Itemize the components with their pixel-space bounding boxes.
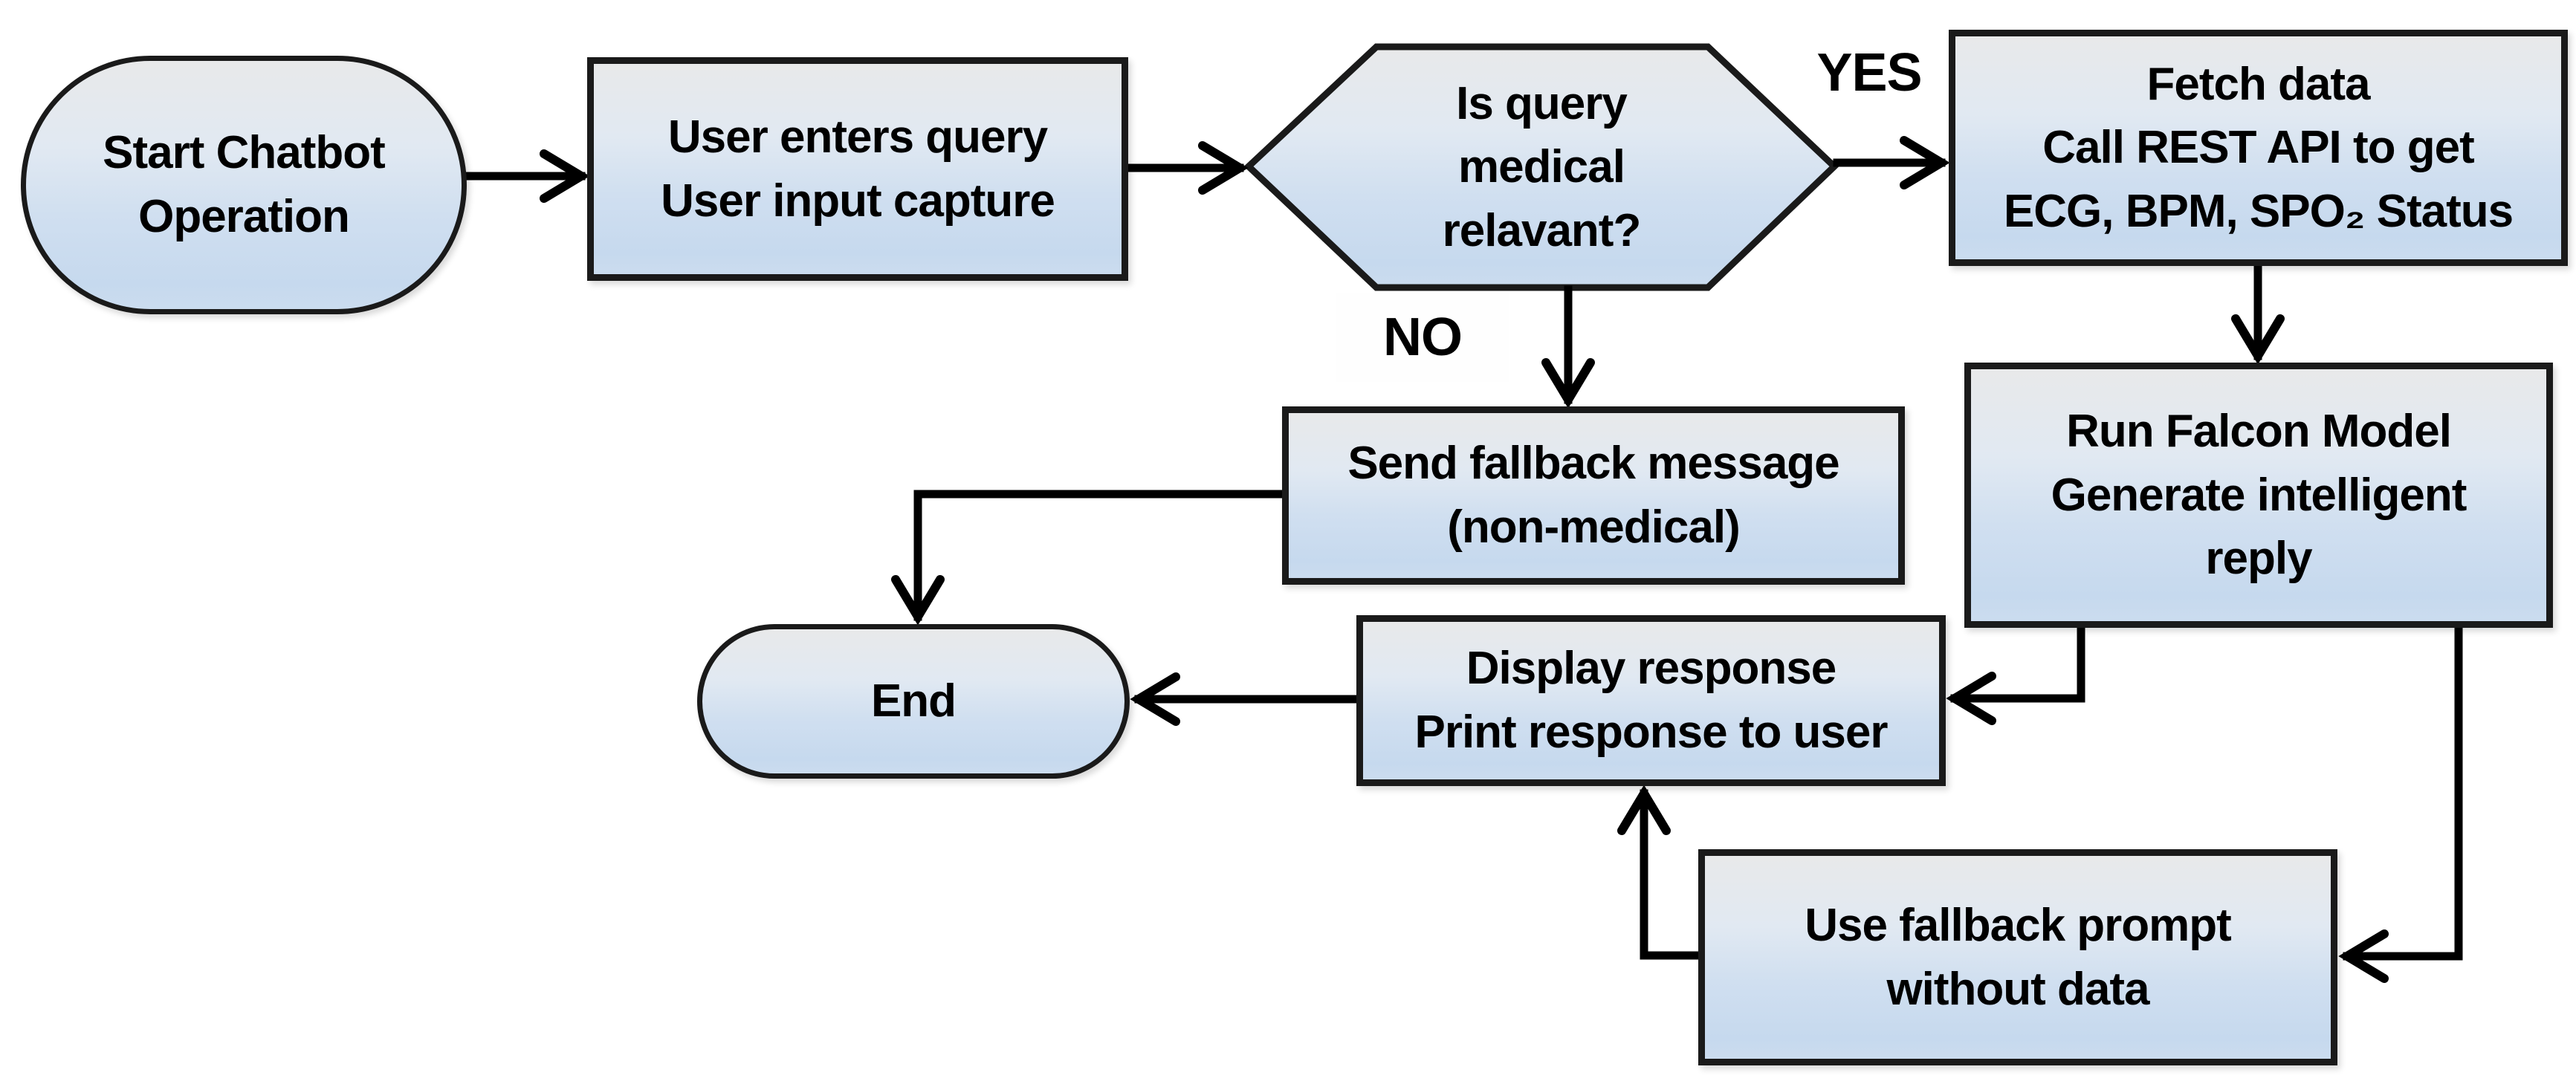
yes-label-text: YES <box>1816 43 1922 103</box>
yes-label: YES <box>1795 31 1944 114</box>
send-fallback-node-label: Send fallback message (non-medical) <box>1347 438 1839 553</box>
user-input-node: User enters query User input capture <box>587 57 1128 281</box>
start-node-label: Start Chatbot Operation <box>103 127 386 242</box>
run-falcon-node-label: Run Falcon Model Generate intelligent re… <box>2051 406 2467 585</box>
connector-send-fallback-to-end <box>891 490 1284 626</box>
use-fallback-node: Use fallback prompt without data <box>1698 849 2337 1065</box>
connector-use-fallback-to-display <box>1617 785 1704 960</box>
end-node-label: End <box>870 675 957 727</box>
display-response-node-label: Display response Print response to user <box>1414 643 1888 758</box>
decision-node-label: Is query medical relavant? <box>1442 77 1642 256</box>
display-response-node: Display response Print response to user <box>1356 615 1946 786</box>
no-label: NO <box>1336 293 1509 382</box>
send-fallback-node: Send fallback message (non-medical) <box>1282 406 1905 585</box>
end-node: End <box>697 624 1130 779</box>
no-label-text: NO <box>1383 308 1463 367</box>
start-node: Start Chatbot Operation <box>21 56 467 314</box>
connector-run-falcon-to-display <box>1946 622 2085 725</box>
run-falcon-node: Run Falcon Model Generate intelligent re… <box>1964 363 2553 628</box>
use-fallback-node-label: Use fallback prompt without data <box>1805 899 2232 1015</box>
fetch-data-node: Fetch data Call REST API to get ECG, BPM… <box>1949 30 2568 266</box>
user-input-node-label: User enters query User input capture <box>661 111 1055 227</box>
fetch-data-node-label: Fetch data Call REST API to get ECG, BPM… <box>2003 58 2514 237</box>
connector-run-falcon-to-use-fallback <box>2338 622 2463 983</box>
decision-node: Is query medical relavant? <box>1249 47 1834 288</box>
